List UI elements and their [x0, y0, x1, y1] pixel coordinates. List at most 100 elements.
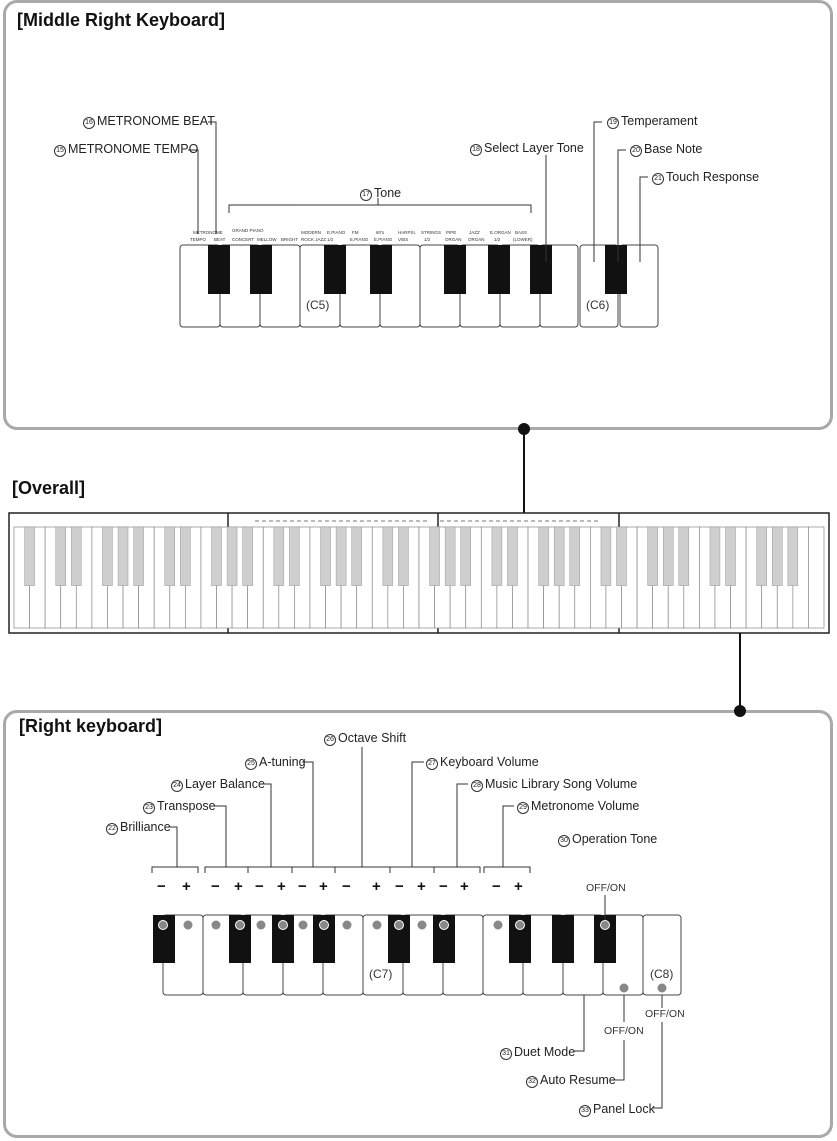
brilliance-minus: − [157, 878, 166, 895]
note-c6: (C6) [586, 298, 610, 312]
overall-black-key [756, 526, 767, 586]
middle-right-keyboard-panel [3, 0, 833, 430]
overall-black-key [725, 526, 736, 586]
legend-pipe: PIPE [446, 230, 457, 235]
overall-title: [Overall] [12, 478, 86, 498]
overall-black-key [491, 526, 503, 586]
overall-black-key [242, 526, 253, 586]
overall-black-key [335, 526, 347, 586]
overall-black-key [102, 526, 113, 586]
legend-e-organ-12: 1/2 [494, 237, 501, 242]
overall-black-key [226, 526, 238, 586]
overall-black-key [55, 526, 66, 586]
octave-shift-minus: − [342, 878, 351, 895]
song-volume-plus: + [460, 878, 469, 895]
layer-balance-plus: + [277, 878, 286, 895]
legend-fm: FM [352, 230, 359, 235]
legend-60s: 60's [376, 230, 385, 235]
overall-black-key [507, 526, 518, 586]
transpose-minus: − [211, 878, 220, 895]
middle-leader-lines [188, 121, 648, 262]
overall-black-key [538, 526, 549, 586]
overall-black-key [320, 526, 331, 586]
legend-bright: BRIGHT [281, 237, 299, 242]
note-c7: (C7) [369, 967, 393, 981]
legend-pipe-organ: ORGAN [445, 237, 462, 242]
legend-harpsi: HARPSI. [398, 230, 417, 235]
legend-grand-piano: GRAND PIANO [232, 228, 264, 233]
legend-lower: (LOWER) [513, 237, 533, 242]
overall-black-key [616, 526, 627, 586]
overall-black-key [662, 526, 674, 586]
transpose-plus: + [234, 878, 243, 895]
legend-modern: MODERN [301, 230, 321, 235]
octave-shift-plus: + [372, 878, 381, 895]
overall-white-key [808, 526, 825, 629]
overall-black-key [444, 526, 456, 586]
legend-strings-12: 1/2 [424, 237, 431, 242]
metronome-volume-minus: − [492, 878, 501, 895]
legend-mellow: MELLOW [257, 237, 277, 242]
overall-black-key [351, 526, 362, 586]
overall-black-key [429, 526, 440, 586]
right-leader-lines [151, 747, 663, 1109]
overall-black-key [211, 526, 222, 586]
layer-balance-minus: − [255, 878, 264, 895]
legend-metronome: METRONOME [193, 230, 223, 235]
overall-black-key [289, 526, 300, 586]
legend-beat: BEAT [214, 237, 226, 242]
overall-black-key [647, 526, 658, 586]
overall-black-key [787, 526, 799, 586]
overall-black-key [164, 526, 176, 586]
overall-black-key [600, 526, 612, 586]
right-keyboard-title: [Right keyboard] [19, 716, 163, 736]
keyboard-volume-minus: − [395, 878, 404, 895]
legend-jazz-organ: ORGAN [468, 237, 485, 242]
legend-fm-epiano: E.PIANO [350, 237, 369, 242]
keyboard-volume-plus: + [417, 878, 426, 895]
overall-black-key [460, 526, 471, 586]
overall-keyboard [8, 512, 830, 634]
legend-jazz: JAZZ [469, 230, 480, 235]
overall-black-key [553, 526, 565, 586]
note-c8: (C8) [650, 967, 674, 981]
panel-lock-off-on: OFF/ON [645, 1008, 685, 1020]
legend-rock-jazz: ROCK JAZZ [301, 237, 327, 242]
overall-black-key [24, 526, 35, 586]
operation-tone-off-on: OFF/ON [586, 882, 626, 894]
auto-resume-off-on: OFF/ON [604, 1025, 644, 1037]
note-c5: (C5) [306, 298, 330, 312]
legend-60s-epiano: E.PIANO [374, 237, 393, 242]
legend-e-piano-12: 1/2 [327, 237, 334, 242]
middle-right-title: [Middle Right Keyboard] [17, 10, 225, 30]
brilliance-plus: + [182, 878, 191, 895]
overall-black-key [709, 526, 721, 586]
legend-e-piano: E.PIANO [327, 230, 346, 235]
legend-vibs: VIBS [398, 237, 409, 242]
legend-concert: CONCERT [232, 237, 255, 242]
legend-bass: BASS [515, 230, 528, 235]
overall-black-key [133, 526, 144, 586]
overall-black-key [569, 526, 581, 586]
a-tuning-plus: + [319, 878, 328, 895]
overall-black-key [273, 526, 285, 586]
overall-black-key [180, 526, 191, 586]
legend-strings: STRINGS [421, 230, 442, 235]
